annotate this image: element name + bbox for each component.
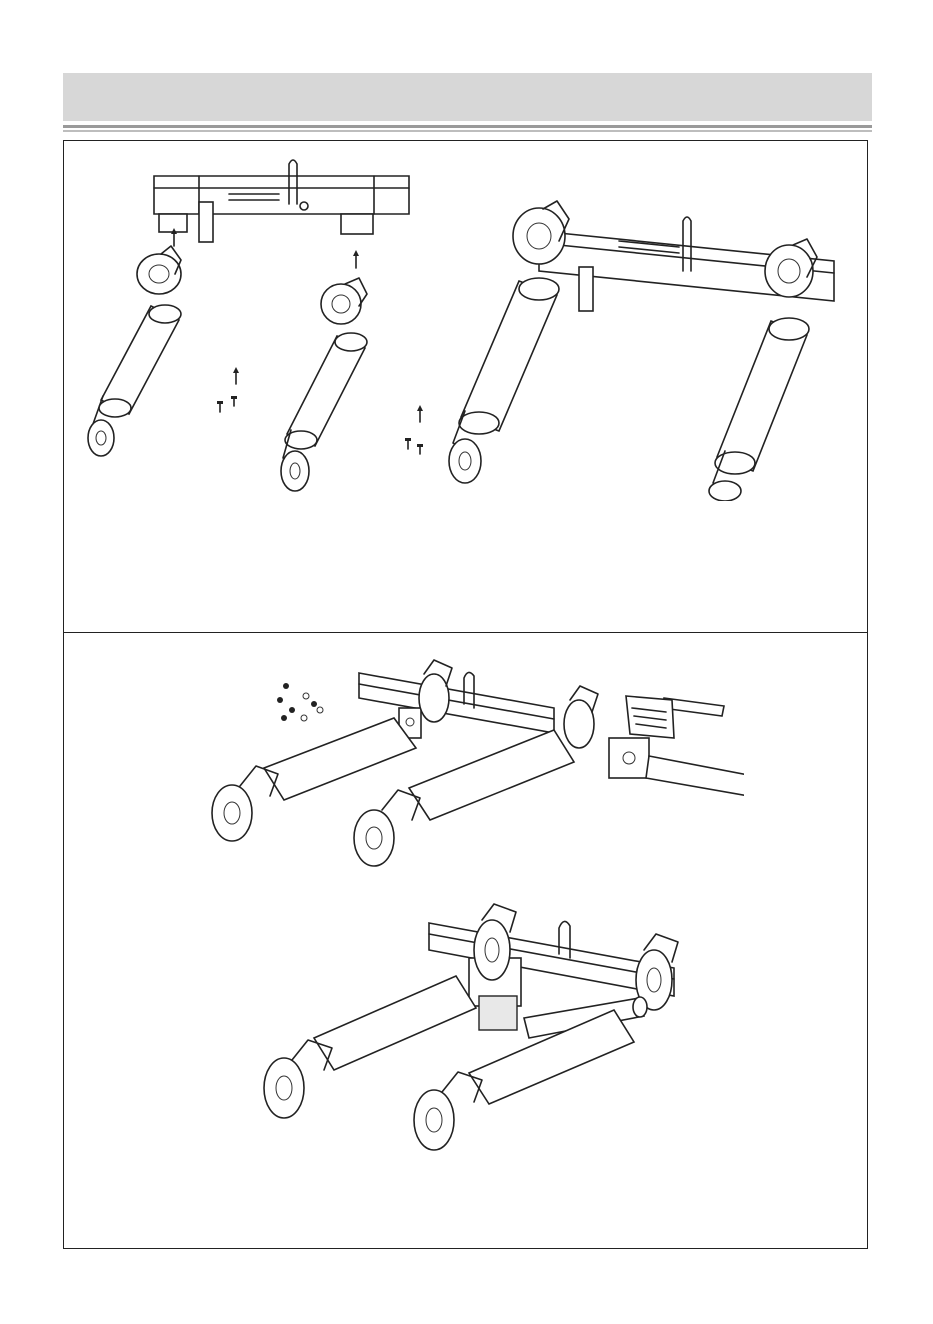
left-arm-assembly	[88, 246, 181, 456]
right-arm-assembly	[281, 278, 367, 491]
section-header-bar	[63, 73, 872, 121]
left-wheel-assembly	[449, 201, 569, 483]
screw-icon	[277, 683, 323, 721]
header-rule-thin	[63, 130, 872, 132]
frame-bar	[154, 160, 409, 242]
step-2-panel	[63, 632, 868, 1249]
assembled-pump-diagram	[244, 888, 744, 1158]
assembled-view-diagram	[439, 171, 859, 501]
exploded-pump-diagram	[194, 638, 744, 878]
step-1-panel	[63, 140, 868, 633]
pump-handle-assembly	[609, 696, 744, 799]
header-rule	[63, 125, 872, 128]
caster-wheel-icon	[264, 1040, 482, 1150]
exploded-view-diagram	[79, 156, 439, 496]
